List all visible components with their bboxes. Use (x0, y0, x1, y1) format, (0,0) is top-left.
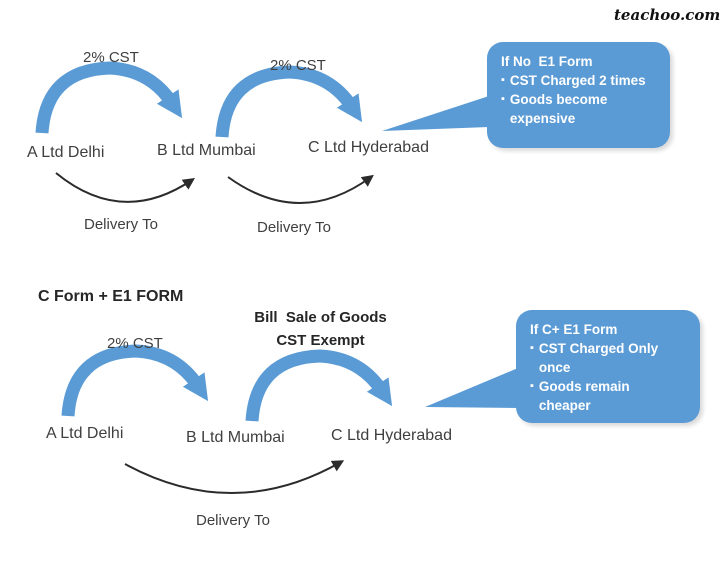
bill-sale-note-line2: CST Exempt (276, 332, 365, 349)
node-bottom-b-ltd-mumbai: B Ltd Mumbai (186, 429, 285, 446)
delivery-arrow-top-b-to-c (227, 174, 374, 204)
callout-tail-top (382, 96, 489, 131)
callout-bullet-row: ▪ Goods become expensive (501, 90, 662, 128)
bill-sale-note-line1: Bill Sale of Goods (254, 309, 387, 326)
callout-bullet-text: Goods remain cheaper (538, 379, 630, 413)
callout-bullet-row: ▪ CST Charged Only once (530, 339, 692, 377)
node-top-b-ltd-mumbai: B Ltd Mumbai (157, 142, 256, 159)
cst-sale-arrow-bottom-a-to-b (61, 344, 209, 417)
node-bottom-c-ltd-hyderabad: C Ltd Hyderabad (331, 427, 452, 444)
tax-label-top-bc: 2% CST (270, 57, 326, 74)
c-form-e1-form-heading: C Form + E1 FORM (38, 288, 184, 305)
bullet-square-icon: ▪ (501, 93, 505, 105)
callout-bullet-row: ▪ Goods remain cheaper (530, 377, 692, 415)
cst-sale-arrow-top-b-to-c (215, 65, 363, 138)
node-top-c-ltd-hyderabad: C Ltd Hyderabad (308, 139, 429, 156)
callout-title: If No E1 Form (501, 54, 593, 69)
delivery-label-top-ab: Delivery To (84, 216, 158, 233)
callout-bullet-row: ▪ CST Charged 2 times (501, 71, 662, 90)
callout-bullet-text: CST Charged Only once (538, 341, 659, 375)
bullet-square-icon: ▪ (530, 380, 534, 392)
callout-bullet-text: CST Charged 2 times (509, 73, 646, 88)
no-e1-form-callout: If No E1 Form ▪ CST Charged 2 times ▪ Go… (487, 42, 670, 148)
node-bottom-a-ltd-delhi: A Ltd Delhi (46, 425, 124, 442)
tax-label-top-ab: 2% CST (83, 49, 139, 66)
tax-label-bottom-ab: 2% CST (107, 335, 163, 352)
delivery-label-bottom-ac: Delivery To (196, 512, 270, 529)
node-top-a-ltd-delhi: A Ltd Delhi (27, 144, 105, 161)
callout-title: If C+ E1 Form (530, 322, 618, 337)
callout-tail-bottom (425, 368, 518, 408)
c-plus-e1-form-callout: If C+ E1 Form ▪ CST Charged Only once ▪ … (516, 310, 700, 423)
cst-sale-arrow-bottom-b-to-c (245, 349, 393, 422)
delivery-arrow-top-a-to-b (55, 172, 195, 203)
bullet-square-icon: ▪ (501, 74, 505, 86)
delivery-arrow-bottom-a-to-c (124, 460, 345, 494)
cst-sale-arrow-top-a-to-b (35, 61, 183, 134)
bill-sale-note: Bill Sale of Goods CST Exempt (238, 306, 403, 352)
delivery-label-top-bc: Delivery To (257, 219, 331, 236)
callout-bullet-text: Goods become expensive (509, 92, 608, 126)
bullet-square-icon: ▪ (530, 342, 534, 354)
watermark-teachoo: teachoo.com (614, 6, 720, 24)
